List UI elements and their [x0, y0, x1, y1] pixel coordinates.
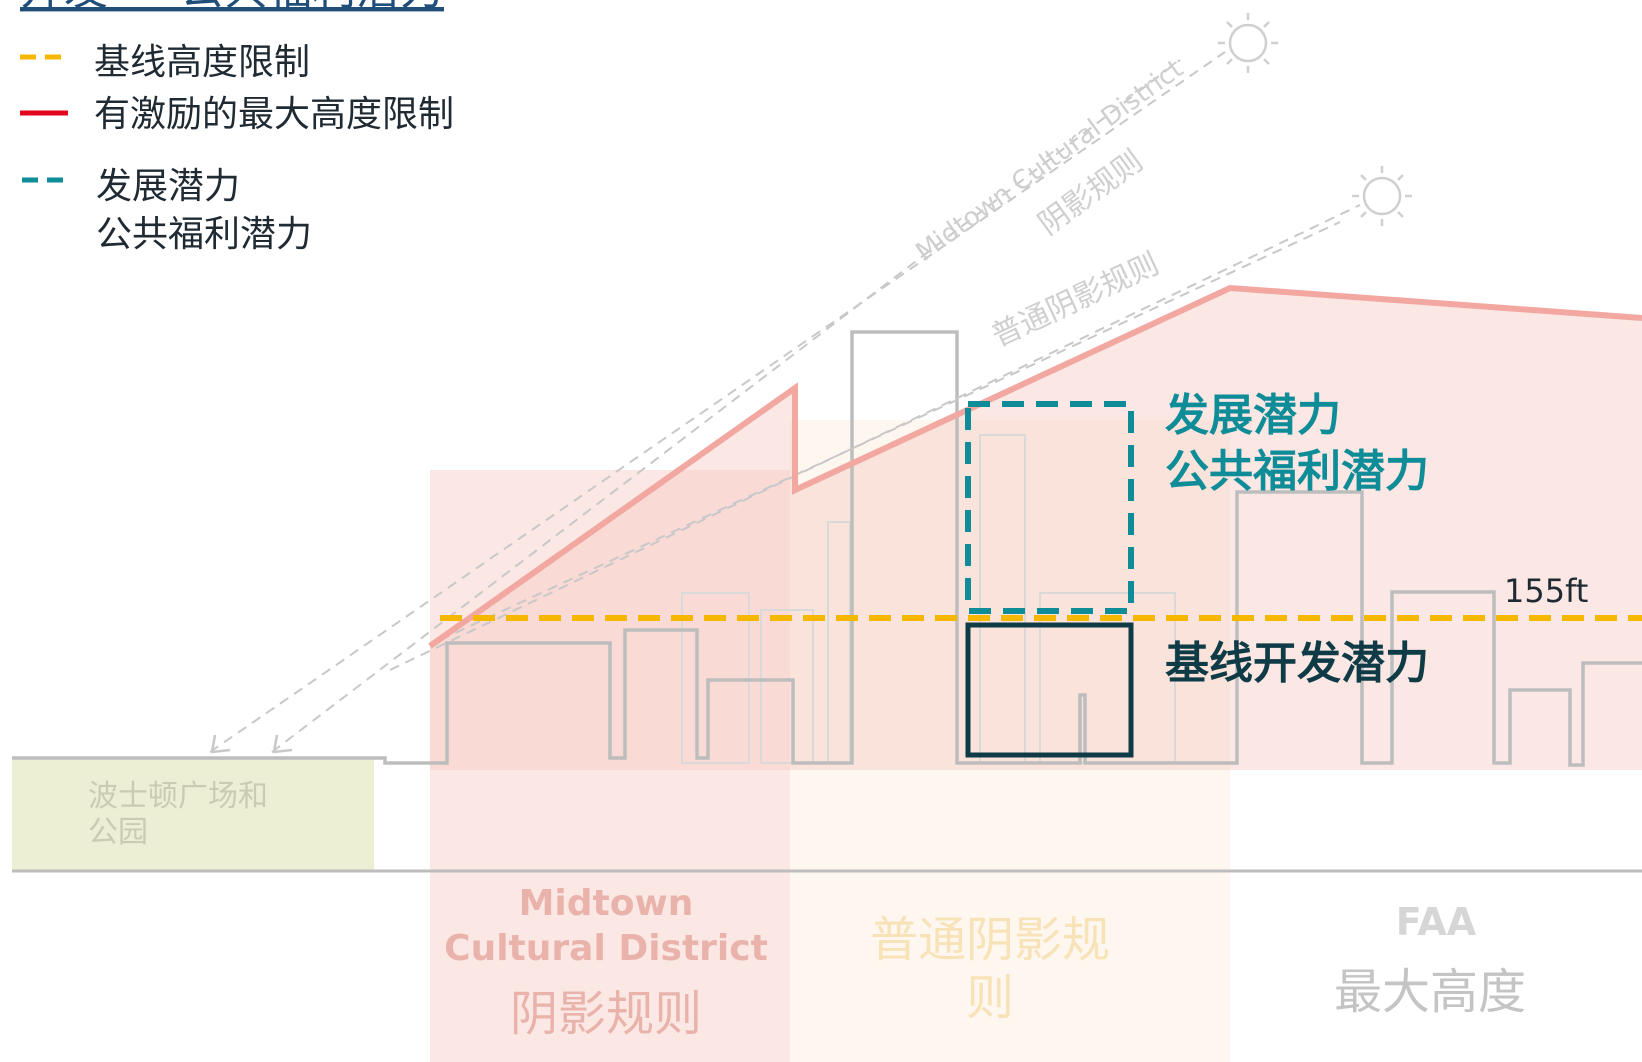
- zone-midtown-line3: 阴影规则: [510, 986, 702, 1042]
- baseline-potential-label: 基线开发潜力: [1165, 638, 1429, 689]
- legend-potential-label: 发展潜力: [96, 166, 240, 207]
- faa-label-bg: [1285, 930, 1575, 1040]
- legend-baseline-label: 基线高度限制: [94, 42, 310, 83]
- zone-midtown-line1: Midtown: [519, 883, 694, 924]
- zone-faa-line1: FAA: [1396, 900, 1477, 944]
- park-block: [12, 758, 374, 871]
- sun-icon: [1218, 13, 1278, 73]
- development-potential-box: [965, 401, 1134, 614]
- zone-general-line1: 普通阴影规: [870, 912, 1110, 968]
- zone-faa-line2: 最大高度: [1334, 964, 1526, 1020]
- shadow-arrowheads: [210, 734, 293, 754]
- zone-general-line2: 则: [966, 970, 1014, 1026]
- skyline-outline: [12, 330, 1642, 767]
- baseline-potential-box: [965, 622, 1134, 758]
- max-height-line: [428, 284, 1642, 649]
- height-label: 155ft: [1504, 572, 1588, 610]
- dev-potential-label: 发展潜力: [1165, 390, 1341, 441]
- shadow-rule-lines: [209, 51, 1361, 753]
- legend-max-height-label: 有激励的最大高度限制: [94, 94, 454, 135]
- public-benefit-label: 公共福利潜力: [1165, 446, 1429, 497]
- sun-icon: [1352, 166, 1412, 226]
- legend: 基线高度限制 有激励的最大高度限制 发展潜力 公共福利潜力: [20, 42, 454, 255]
- general-zone-band: [790, 420, 1230, 1062]
- max-height-envelope-fill: [430, 288, 1642, 770]
- midtown-zone-band: [430, 470, 790, 1062]
- park-label-line2: 公园: [88, 815, 148, 850]
- page-title: 开发 — 公共福利潜力: [20, 0, 444, 15]
- park-label-line1: 波士顿广场和: [88, 779, 268, 814]
- legend-public-benefit-label: 公共福利潜力: [96, 214, 312, 255]
- zone-midtown-line2: Cultural District: [444, 928, 768, 969]
